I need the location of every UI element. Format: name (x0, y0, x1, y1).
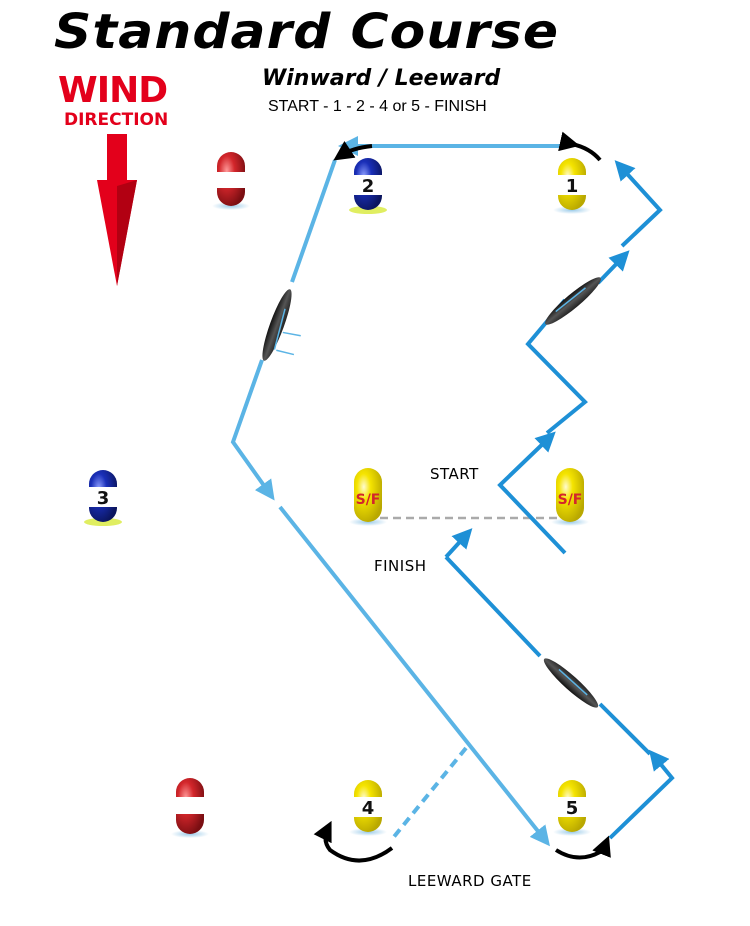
mark-2-buoy: 2 (349, 158, 387, 214)
mark-1-buoy: 1 (553, 158, 591, 214)
sf-right-label: S/F (558, 492, 583, 508)
start-finish-buoy-right: S/F (551, 468, 589, 526)
course-leg-dark (444, 160, 675, 840)
start-finish-buoy-left: S/F (349, 468, 387, 526)
finish-label: FINISH (374, 557, 427, 575)
boat-upwind-left (262, 289, 301, 361)
mark-2-label: 2 (362, 176, 375, 197)
leeward-gate-label: LEEWARD GATE (408, 872, 532, 890)
mark-4-label: 4 (362, 798, 375, 819)
course-leg-light (230, 136, 567, 847)
mark-3-buoy: 3 (84, 470, 122, 526)
wind-label: WIND (58, 70, 168, 111)
course-sequence: START - 1 - 2 - 4 or 5 - FINISH (268, 98, 487, 115)
wind-arrow-icon (97, 134, 137, 286)
mark-5-buoy: 5 (553, 780, 591, 836)
red-white-buoy-bottom (171, 778, 209, 838)
start-label: START (430, 465, 479, 483)
mark-3-label: 3 (97, 488, 110, 509)
boat-downwind (543, 658, 599, 708)
mark-1-label: 1 (566, 176, 579, 197)
course-subtitle: Winward / Leeward (262, 66, 501, 91)
sf-left-label: S/F (356, 492, 381, 508)
mark-4-buoy: 4 (349, 780, 387, 836)
rounding-arrows (313, 131, 611, 863)
direction-label: DIRECTION (64, 110, 169, 130)
boat-upwind-right (545, 277, 601, 325)
page-title: Standard Course (54, 4, 560, 60)
red-white-buoy-top (212, 152, 250, 210)
mark-5-label: 5 (566, 798, 579, 819)
